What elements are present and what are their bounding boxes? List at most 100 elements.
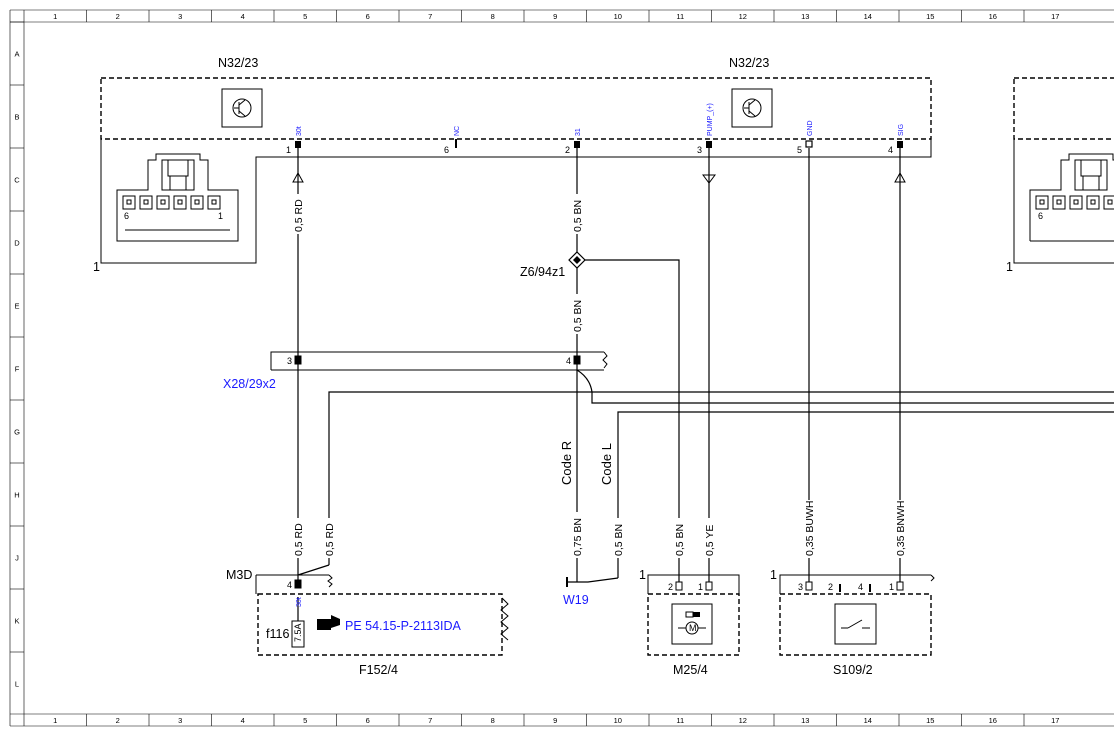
- pin-terminal: [705, 581, 713, 591]
- wire-gauge-label: 0,5 BN: [572, 300, 584, 332]
- n32-right-label: N32/23: [729, 56, 769, 70]
- connector-pin-6-label: 6: [124, 211, 129, 221]
- x28-connector-outline: [270, 351, 604, 370]
- m25-box-marker: 1: [639, 568, 646, 582]
- pointing-hand-icon[interactable]: [317, 615, 340, 630]
- f152-box: [257, 593, 503, 656]
- grid-column-number: 6: [366, 12, 370, 21]
- grid-column-number: 6: [366, 716, 370, 725]
- wire-gauge-label: 0,5 BN: [674, 524, 686, 556]
- grid-column-number: 1: [53, 12, 57, 21]
- grid-row-letter: B: [14, 113, 19, 122]
- s109-box: [779, 593, 932, 656]
- pin-number: 2: [668, 582, 673, 592]
- grid-column-number: 2: [116, 12, 120, 21]
- transistor-icon: [731, 88, 773, 128]
- x28-label: X28/29x2: [223, 377, 276, 391]
- pin-number: 3: [798, 582, 803, 592]
- pin-terminal: [294, 579, 302, 589]
- pin-number: 4: [888, 145, 893, 155]
- grid-row-letter: K: [14, 617, 19, 626]
- grid-column-number: 16: [989, 12, 997, 21]
- grid-column-number: 10: [614, 716, 622, 725]
- pin-terminal: [805, 581, 813, 591]
- motor-icon: M: [671, 603, 713, 645]
- grid-column-number: 7: [428, 716, 432, 725]
- pin-number: 2: [828, 582, 833, 592]
- pin-number: 1: [698, 582, 703, 592]
- grid-column-number: 4: [241, 12, 245, 21]
- pin-number: 1: [889, 582, 894, 592]
- wire-code-r-branch: [576, 369, 1114, 404]
- pin-function-label: NC: [454, 126, 461, 136]
- grid-row-letter: J: [15, 554, 19, 563]
- connector-housing-icon: 6 1: [116, 153, 239, 242]
- wire-rd-secondary: [328, 391, 1114, 565]
- pin-number: 3: [287, 356, 292, 366]
- wire-gauge-label: 0,5 BN: [613, 524, 625, 556]
- pin-function-label: 31: [575, 128, 582, 136]
- grid-column-number: 8: [491, 716, 495, 725]
- wire-gauge-label: 0,35 BUWH: [804, 501, 816, 556]
- pin-number: 4: [858, 582, 863, 592]
- grid-column-number: 17: [1051, 12, 1059, 21]
- grid-column-number: 14: [864, 716, 872, 725]
- grid-column-number: 5: [303, 12, 307, 21]
- grid-column-number: 12: [739, 12, 747, 21]
- arrow-up-icon: [894, 171, 906, 183]
- s109-break-mark: [930, 574, 935, 582]
- connector-outline: [100, 139, 932, 264]
- code-r-label: Code R: [559, 441, 574, 485]
- grid-column-number: 8: [491, 12, 495, 21]
- switch-icon: [834, 603, 877, 645]
- pin-terminal: [805, 140, 813, 148]
- m3d-break-mark: [327, 574, 333, 588]
- grid-column-number: 1: [53, 716, 57, 725]
- m25-label: M25/4: [673, 663, 708, 677]
- wire-code-l: [617, 411, 1114, 578]
- grid-column-number: 15: [926, 716, 934, 725]
- grid-row-letter: L: [15, 680, 19, 689]
- pin-terminal: [574, 141, 580, 148]
- grid-column-number: 2: [116, 716, 120, 725]
- grid-row-letter: A: [14, 50, 19, 59]
- grid-column-number: 11: [676, 716, 684, 725]
- grid-column-number: 13: [801, 716, 809, 725]
- pin-number: 1: [286, 145, 291, 155]
- wire-gauge-label: 0,75 BN: [572, 518, 584, 556]
- transistor-icon: [221, 88, 263, 128]
- n32-module-box: [100, 77, 932, 140]
- arrow-up-icon: [292, 171, 304, 183]
- grid-column-number: 16: [989, 716, 997, 725]
- pin-terminal: [897, 141, 903, 148]
- wire-rd-join: [297, 564, 330, 576]
- s109-box-marker: 1: [770, 568, 777, 582]
- reference-link[interactable]: PE 54.15-P-2113IDA: [345, 619, 461, 633]
- connector-box-marker: 1: [93, 260, 100, 274]
- connector-housing-icon-right: 6: [1029, 153, 1114, 242]
- grid-column-number: 14: [864, 12, 872, 21]
- pin-number: 5: [797, 145, 802, 155]
- f152-break-mark: [500, 597, 509, 641]
- grid-column-number: 3: [178, 12, 182, 21]
- pin-terminal: [295, 141, 301, 148]
- m3d-label: M3D: [226, 568, 252, 582]
- wire-bn-to-m25: [585, 259, 680, 582]
- grid-row-letter: E: [14, 302, 19, 311]
- grid-column-number: 10: [614, 12, 622, 21]
- grid-column-number: 11: [676, 12, 684, 21]
- w19-label: W19: [563, 593, 589, 607]
- splice-z6-label: Z6/94z1: [520, 265, 565, 279]
- pin-function-label: 30t: [296, 126, 303, 136]
- grid-column-number: 5: [303, 716, 307, 725]
- w19-ground-wire: [567, 577, 619, 583]
- f152-label: F152/4: [359, 663, 398, 677]
- connector-box-marker-right: 1: [1006, 260, 1013, 274]
- m25-box: [647, 593, 740, 656]
- arrow-down-icon: [702, 174, 716, 184]
- grid-column-number: 13: [801, 12, 809, 21]
- m25-connector-outline: [647, 574, 740, 594]
- pin-terminal: [896, 581, 904, 591]
- pin-number: 6: [444, 145, 449, 155]
